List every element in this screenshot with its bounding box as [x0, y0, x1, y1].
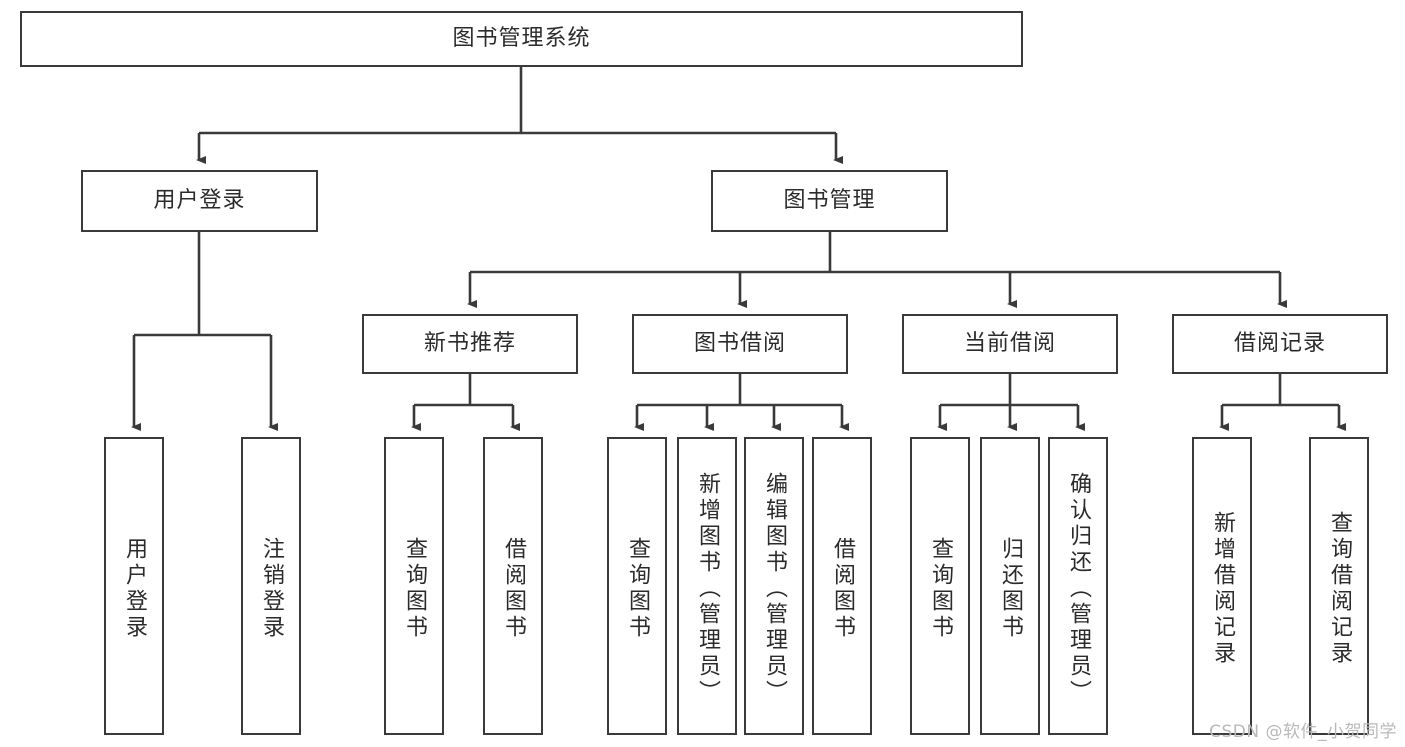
leaf-add-borrow-record[interactable]: 新增借阅记录 — [1192, 437, 1252, 735]
leaf-query-borrow-record[interactable]: 查询借阅记录 — [1309, 437, 1369, 735]
node-label: 新增图书（管理员） — [695, 472, 720, 706]
leaf-borrow-book[interactable]: 借阅图书 — [812, 437, 872, 735]
node-borrow-records[interactable]: 借阅记录 — [1172, 314, 1388, 374]
node-book-borrow[interactable]: 图书借阅 — [632, 314, 848, 374]
node-label: 图书借阅 — [693, 330, 786, 356]
node-new-book-recommend[interactable]: 新书推荐 — [362, 314, 578, 374]
node-book-management[interactable]: 图书管理 — [711, 170, 948, 232]
node-label: 图书管理系统 — [452, 25, 591, 51]
leaf-query-book-recommend[interactable]: 查询图书 — [384, 437, 444, 735]
node-label: 查询图书 — [402, 537, 427, 641]
leaf-user-login[interactable]: 用户登录 — [104, 437, 164, 735]
node-label: 借阅图书 — [501, 537, 526, 641]
leaf-return-book[interactable]: 归还图书 — [980, 437, 1040, 735]
node-label: 借阅记录 — [1233, 330, 1326, 356]
node-label: 用户登录 — [153, 187, 246, 213]
leaf-borrow-book-recommend[interactable]: 借阅图书 — [483, 437, 543, 735]
node-label: 新增借阅记录 — [1210, 511, 1235, 667]
leaf-query-book-current[interactable]: 查询图书 — [910, 437, 970, 735]
node-label: 用户登录 — [122, 537, 147, 641]
node-user-login[interactable]: 用户登录 — [81, 170, 318, 232]
node-label: 借阅图书 — [830, 537, 855, 641]
node-label: 新书推荐 — [423, 330, 516, 356]
leaf-logout[interactable]: 注销登录 — [241, 437, 301, 735]
node-root[interactable]: 图书管理系统 — [20, 11, 1023, 67]
leaf-add-book-admin[interactable]: 新增图书（管理员） — [677, 437, 737, 735]
node-label: 归还图书 — [998, 537, 1023, 641]
node-label: 当前借阅 — [963, 330, 1056, 356]
node-label: 图书管理 — [783, 187, 876, 213]
node-label: 注销登录 — [259, 537, 284, 641]
node-label: 查询图书 — [928, 537, 953, 641]
leaf-query-book-borrow[interactable]: 查询图书 — [607, 437, 667, 735]
node-label: 查询图书 — [625, 537, 650, 641]
node-label: 确认归还（管理员） — [1066, 472, 1091, 706]
node-label: 编辑图书（管理员） — [762, 472, 787, 706]
leaf-confirm-return-admin[interactable]: 确认归还（管理员） — [1048, 437, 1108, 735]
node-label: 查询借阅记录 — [1327, 511, 1352, 667]
leaf-edit-book-admin[interactable]: 编辑图书（管理员） — [744, 437, 804, 735]
node-current-borrow[interactable]: 当前借阅 — [902, 314, 1118, 374]
